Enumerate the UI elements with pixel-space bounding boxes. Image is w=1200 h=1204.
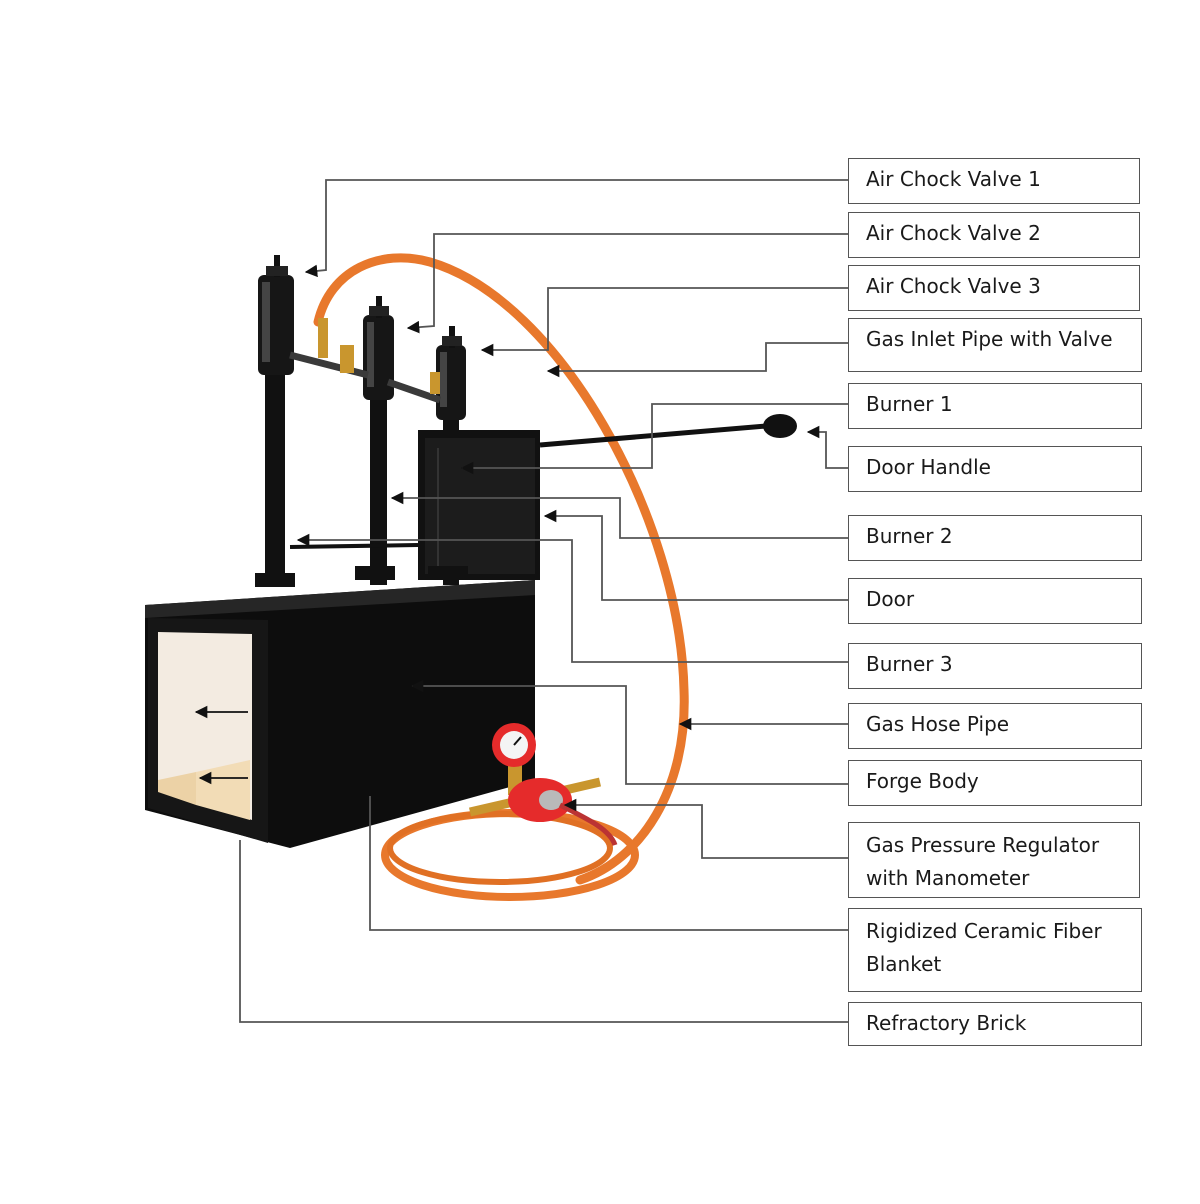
leader-lines [194, 179, 848, 1023]
label-gas-hose-pipe: Gas Hose Pipe [848, 703, 1142, 749]
leader-line [546, 342, 848, 378]
label-door-handle: Door Handle [848, 446, 1142, 492]
label-forge-body: Forge Body [848, 760, 1142, 806]
door-handle [539, 414, 797, 448]
leader-line [406, 233, 848, 334]
label-gas-inlet-pipe: Gas Inlet Pipe with Valve [848, 318, 1142, 372]
leader-line [239, 840, 848, 1023]
label-ceramic-fiber-blanket: Rigidized Ceramic Fiber Blanket [848, 908, 1142, 992]
label-air-chock-valve-2: Air Chock Valve 2 [848, 212, 1140, 258]
burner-1 [258, 255, 294, 585]
leader-line [390, 491, 848, 539]
label-gas-pressure-regulator: Gas Pressure Regulator with Manometer [848, 822, 1140, 898]
leader-line [296, 533, 848, 663]
gas-inlet-pipe [289, 318, 442, 404]
label-door: Door [848, 578, 1142, 624]
leader-line [563, 798, 848, 859]
forge-apparatus [145, 253, 797, 901]
label-refractory-brick: Refractory Brick [848, 1002, 1142, 1046]
label-air-chock-valve-3: Air Chock Valve 3 [848, 265, 1140, 311]
burner-2 [363, 296, 394, 585]
leader-line [410, 679, 848, 785]
forge-body [145, 566, 535, 848]
leader-line [806, 425, 848, 469]
leader-line [480, 287, 848, 357]
leader-line [543, 509, 848, 601]
leader-line [460, 403, 848, 475]
leader-line [304, 179, 848, 278]
leader-line [369, 796, 848, 931]
label-air-chock-valve-1: Air Chock Valve 1 [848, 158, 1140, 204]
label-burner-2: Burner 2 [848, 515, 1142, 561]
forge-door [418, 430, 540, 580]
label-burner-1: Burner 1 [848, 383, 1142, 429]
label-burner-3: Burner 3 [848, 643, 1142, 689]
